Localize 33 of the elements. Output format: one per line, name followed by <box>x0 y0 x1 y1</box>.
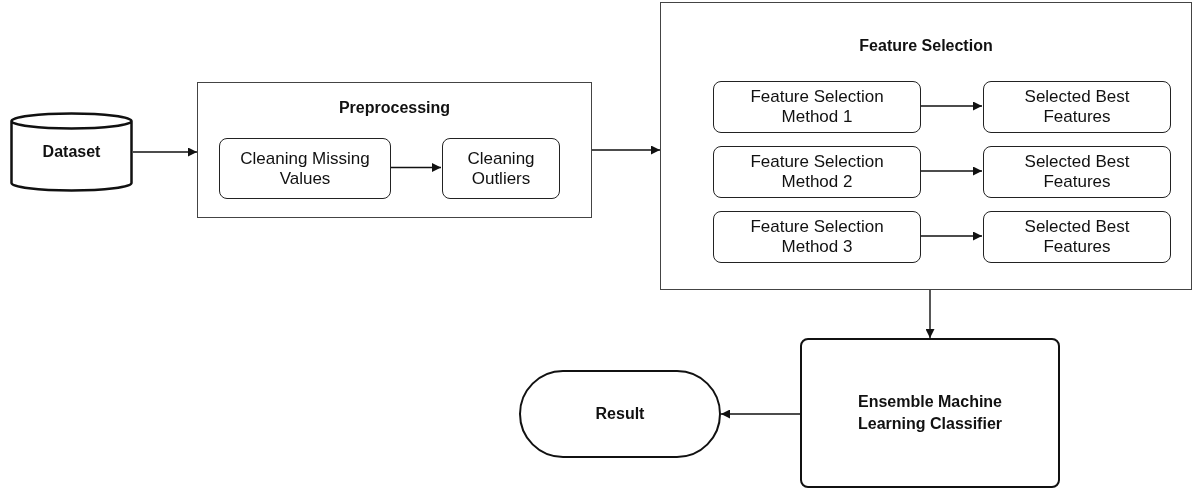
arrow <box>389 163 442 172</box>
arrow <box>720 409 801 419</box>
arrow <box>919 101 983 111</box>
group-title: Preprocessing <box>337 99 452 117</box>
arrow <box>919 231 983 241</box>
arrow <box>925 289 935 339</box>
arrow <box>919 166 983 176</box>
node-label: Result <box>595 404 645 424</box>
node-label: Ensemble Machine Learning Classifier <box>856 392 1003 434</box>
database-cylinder <box>10 112 133 192</box>
arrow <box>132 147 198 157</box>
node-label: Feature Selection Method 2 <box>749 152 885 192</box>
process-box <box>983 146 1171 198</box>
group-panel <box>660 2 1192 290</box>
node-label: Feature Selection Method 3 <box>749 217 885 257</box>
node-label: Selected Best Features <box>1023 217 1131 257</box>
process-box <box>442 138 560 199</box>
node-label: Dataset <box>42 142 101 162</box>
process-box <box>713 211 921 263</box>
process-box <box>983 211 1171 263</box>
node-label: Cleaning Missing Values <box>239 148 371 189</box>
process-box <box>713 146 921 198</box>
node-label: Cleaning Outliers <box>466 148 536 189</box>
group-title: Feature Selection <box>858 37 994 55</box>
classifier-box <box>800 338 1060 488</box>
process-box <box>983 81 1171 133</box>
node-label: Selected Best Features <box>1023 152 1131 192</box>
node-label: Selected Best Features <box>1023 87 1131 127</box>
node-label: Feature Selection Method 1 <box>749 87 885 127</box>
group-panel <box>197 82 592 218</box>
process-box <box>219 138 391 199</box>
process-box <box>713 81 921 133</box>
arrow <box>591 145 661 155</box>
